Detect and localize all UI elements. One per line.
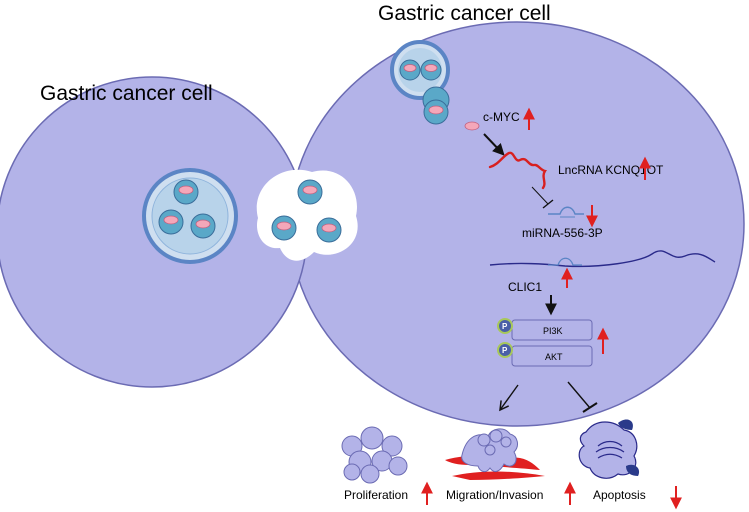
branch-inhibit-bar (582, 402, 598, 413)
migration-label: Migration/Invasion (446, 488, 543, 502)
left-cell-title: Gastric cancer cell (40, 82, 213, 105)
pi3k-label: PI3K (543, 326, 563, 336)
branch-arrow-migration (499, 384, 519, 412)
right-cell-title: Gastric cancer cell (378, 2, 551, 25)
apoptosis-cell-icon (578, 419, 640, 479)
akt-phospho-label: P (502, 346, 508, 355)
migration-invasion-icon (445, 428, 545, 480)
lncrna-inhibit-bar (542, 199, 554, 209)
pi3k-phospho-label: P (502, 322, 508, 331)
clic1-label: CLIC1 (508, 280, 542, 294)
cmyc-to-lncrna-arrow (483, 133, 505, 156)
right-exosome-cluster (390, 40, 480, 131)
proliferation-label: Proliferation (344, 488, 408, 502)
left-exosome-cluster (142, 168, 238, 264)
cmyc-label: c-MYC (483, 110, 520, 124)
akt-box (511, 345, 593, 367)
mirna-icon (548, 206, 584, 218)
clic1-mirna-bound-icon (548, 257, 582, 266)
branch-inhibit-apoptosis (567, 381, 591, 409)
lncrna-label: LncRNA KCNQ1OT (558, 163, 664, 177)
proliferation-cells-icon (341, 426, 408, 484)
pi3k-phospho-icon (497, 318, 513, 334)
pi3k-box (511, 319, 593, 341)
lncrna-squiggle (488, 151, 547, 190)
mirna-label: miRNA-556-3P (522, 226, 603, 240)
akt-phospho-icon (497, 342, 513, 358)
akt-label: AKT (545, 352, 563, 362)
lncrna-inhibit-line (531, 186, 549, 205)
clic1-mrna-strand (489, 250, 716, 268)
transit-exosomes (271, 179, 342, 243)
apoptosis-label: Apoptosis (593, 488, 646, 502)
